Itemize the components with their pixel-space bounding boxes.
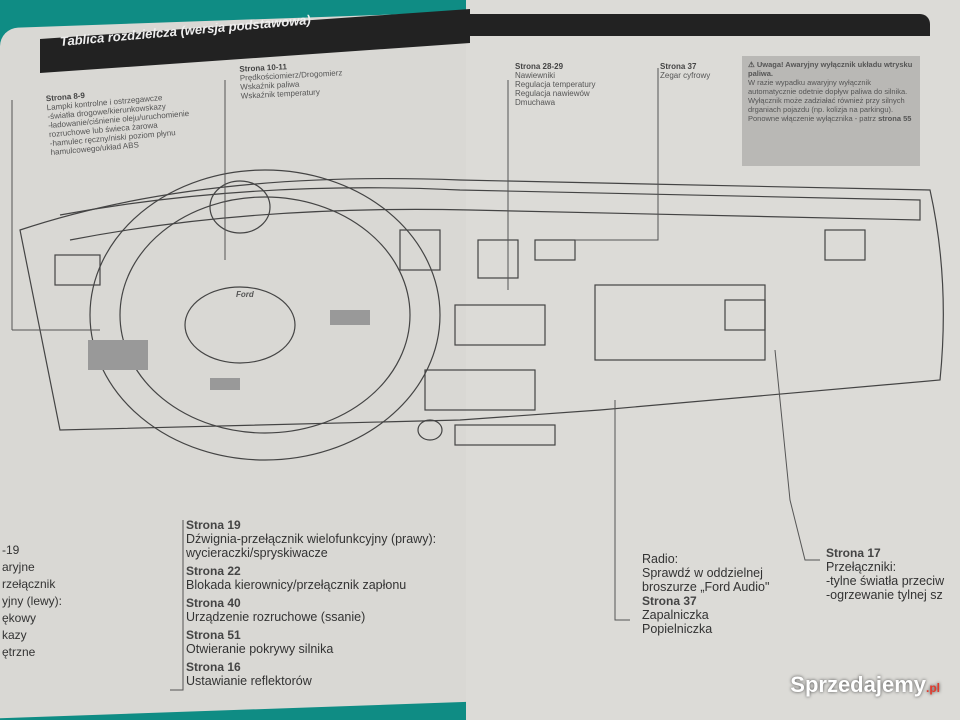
callout-item: Zapalniczka	[642, 608, 709, 622]
watermark-suffix: .pl	[926, 681, 940, 695]
radio-text: Sprawdź w oddzielnej	[642, 566, 763, 580]
edge-line: ękowy	[2, 611, 37, 625]
callout-page: Strona 51	[186, 628, 241, 642]
callout-text: Urządzenie rozruchowe (ssanie)	[186, 610, 366, 624]
callout-clock: Strona 37 Zegar cyfrowy	[660, 62, 710, 80]
edge-line: aryjne	[2, 560, 35, 574]
header-bar-right	[470, 14, 930, 36]
callout-page: Strona 37	[642, 594, 697, 608]
dashboard-top	[59, 187, 921, 241]
edge-line: yjny (lewy):	[2, 594, 63, 608]
edge-line: kazy	[2, 628, 27, 642]
callout-page: Strona 40	[186, 596, 241, 610]
edge-line: -19	[2, 543, 20, 557]
vent-left	[54, 254, 101, 286]
warning-body: W razie wypadku awaryjny wyłącznik autom…	[748, 78, 908, 123]
callout-text: Ustawianie reflektorów	[186, 674, 312, 688]
warning-box: ⚠ Uwaga! Awaryjny wyłącznik układu wtrys…	[742, 56, 920, 166]
steering-hub	[184, 286, 296, 364]
vent-right	[824, 229, 866, 261]
warning-icon: ⚠	[748, 60, 757, 69]
callout-page: Strona 16	[186, 660, 241, 674]
callout-item: Zegar cyfrowy	[660, 71, 711, 80]
glovebox	[594, 284, 766, 361]
callout-page: Strona 17	[826, 546, 881, 560]
callout-item: Nawiewniki	[515, 71, 556, 80]
radio-unit	[424, 369, 536, 411]
vent-center	[399, 229, 441, 271]
callout-item: Regulacja nawiewów	[515, 89, 590, 98]
callout-item: Dmuchawa	[515, 98, 556, 107]
watermark-logo: Sprzedajemy.pl	[790, 672, 940, 698]
steering-wheel	[89, 169, 441, 461]
callout-item: Regulacja temperatury	[515, 80, 596, 89]
clock	[534, 239, 576, 261]
radio-label: Radio:	[642, 552, 679, 566]
steering-logo: Ford	[236, 290, 254, 299]
callout-page: Strona 19	[186, 518, 241, 532]
callout-text: Blokada kierownicy/przełącznik zapłonu	[186, 578, 407, 592]
edge-line: rzełącznik	[2, 577, 56, 591]
callout-page: Strona 37	[660, 62, 697, 71]
callout-text: Otwieranie pokrywy silnika	[186, 642, 334, 656]
callout-radio: Radio: Sprawdź w oddzielnej broszurze „F…	[642, 552, 769, 636]
callout-label: Przełączniki:	[826, 560, 897, 574]
dashboard-outline	[19, 177, 944, 431]
vent-center-2	[477, 239, 519, 279]
warning-title: Uwaga! Awaryjny wyłącznik układu wtrysku…	[748, 60, 913, 78]
callout-ventilation: Strona 28-29 Nawiewniki Regulacja temper…	[515, 62, 595, 107]
left-edge-text: -19 aryjne rzełącznik yjny (lewy): ękowy…	[2, 542, 62, 661]
callout-page: Strona 28-29	[515, 62, 564, 71]
callout-gauges: Strona 10-11 Prędkościomierz/Drogomierz …	[239, 59, 343, 100]
callout-text: Dźwignia-przełącznik wielofunkcyjny (pra…	[186, 532, 437, 560]
callout-item: Popielniczka	[642, 622, 713, 636]
callout-item: -ogrzewanie tylnej sz	[826, 588, 943, 602]
watermark-text: Sprzedajemy	[790, 672, 926, 697]
callout-lamps: Strona 8-9 Lampki kontrolne i ostrzegawc…	[46, 82, 192, 157]
callout-page: Strona 22	[186, 564, 241, 578]
edge-line: ętrzne	[2, 645, 36, 659]
callout-bottom-list: Strona 19 Dźwignia-przełącznik wielofunk…	[186, 518, 446, 688]
warning-ref: strona 55	[878, 114, 912, 123]
callout-item: -tylne światła przeciw	[826, 574, 945, 588]
callout-switches: Strona 17 Przełączniki: -tylne światła p…	[826, 546, 944, 602]
radio-text: broszurze „Ford Audio"	[642, 580, 770, 594]
